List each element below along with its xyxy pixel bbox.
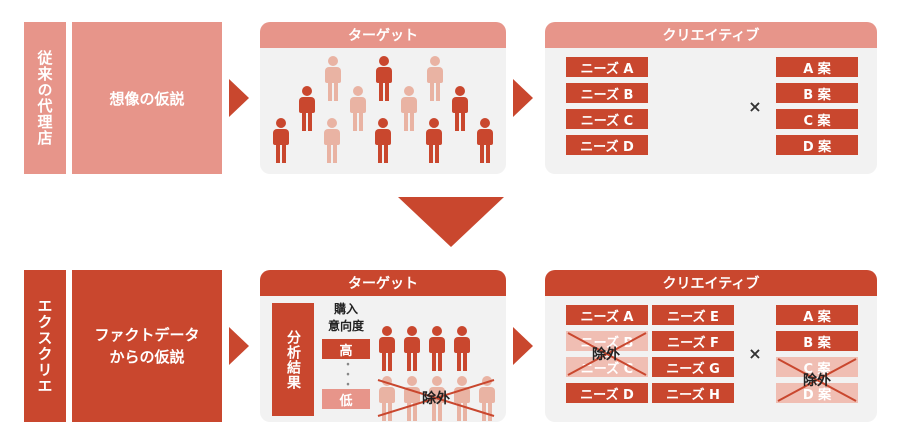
plan-tag: B 案 [776, 83, 858, 103]
need-tag: ニーズ D [566, 383, 648, 403]
plan-tag: B 案 [776, 331, 858, 351]
cross-icon [567, 332, 647, 376]
exclude-people-label: 除外 [422, 391, 450, 407]
person-icon [425, 118, 443, 163]
need-tag: ニーズ A [566, 305, 648, 325]
top-hypothesis-box: 想像の仮説 [72, 22, 222, 174]
need-tag: ニーズ E [652, 305, 734, 325]
person-icon [349, 86, 367, 131]
arrow-right-icon [513, 327, 533, 365]
person-icon [298, 86, 316, 131]
person-icon [453, 326, 471, 371]
top-target-panel: ターゲット [260, 22, 506, 174]
bottom-hypothesis-box: ファクトデータ からの仮説 [72, 270, 222, 422]
plan-tag: A 案 [776, 57, 858, 77]
top-side-label: 従来の代理店 [24, 22, 66, 174]
person-icon [378, 376, 396, 421]
person-icon [375, 56, 393, 101]
person-icon [378, 326, 396, 371]
need-tag: ニーズ B [566, 83, 648, 103]
top-target-title: ターゲット [260, 22, 506, 48]
bottom-hypothesis-line2: からの仮説 [109, 348, 185, 366]
cross-icon [377, 379, 495, 417]
intent-line2: 意向度 [327, 319, 364, 333]
person-icon [400, 86, 418, 131]
person-icon [324, 56, 342, 101]
arrow-down-icon [398, 197, 504, 247]
arrow-right-icon [229, 327, 249, 365]
person-icon [478, 376, 496, 421]
times-icon: × [748, 343, 762, 363]
plan-tag: A 案 [776, 305, 858, 325]
person-icon [323, 118, 341, 163]
exclude-needs-label: 除外 [592, 347, 620, 363]
cross-icon [777, 358, 857, 402]
top-hypothesis-text: 想像の仮説 [109, 89, 185, 108]
plan-tag-excluded: D 案 [776, 383, 858, 403]
plan-tag-excluded: C 案 [776, 357, 858, 377]
need-tag: ニーズ H [652, 383, 734, 403]
arrow-right-icon [513, 79, 533, 117]
bottom-hypothesis-line1: ファクトデータ [94, 326, 200, 344]
person-icon [428, 326, 446, 371]
arrow-right-icon [229, 79, 249, 117]
times-icon: × [748, 96, 762, 116]
need-tag: ニーズ G [652, 357, 734, 377]
intent-line1: 購入 [333, 302, 358, 316]
exclude-plans-label: 除外 [803, 373, 831, 389]
person-icon [426, 56, 444, 101]
person-icon [451, 86, 469, 131]
need-tag: ニーズ F [652, 331, 734, 351]
person-icon [272, 118, 290, 163]
bottom-target-title: ターゲット [260, 270, 506, 296]
bottom-side-label: エクスクリエ [24, 270, 66, 422]
need-tag: ニーズ C [566, 109, 648, 129]
intent-label: 購入 意向度 [322, 300, 370, 336]
plan-tag: D 案 [776, 135, 858, 155]
top-creative-title: クリエイティブ [545, 22, 877, 48]
ellipsis-vertical: ・・・ [340, 359, 352, 389]
person-icon [476, 118, 494, 163]
need-tag-excluded: ニーズ C [566, 357, 648, 377]
plan-tag: C 案 [776, 109, 858, 129]
need-tag: ニーズ D [566, 135, 648, 155]
low-tag: 低 [322, 389, 370, 409]
need-tag: ニーズ A [566, 57, 648, 77]
bottom-creative-title: クリエイティブ [545, 270, 877, 296]
high-tag: 高 [322, 339, 370, 359]
analysis-label: 分析結果 [272, 303, 314, 416]
person-icon [403, 326, 421, 371]
person-icon [374, 118, 392, 163]
